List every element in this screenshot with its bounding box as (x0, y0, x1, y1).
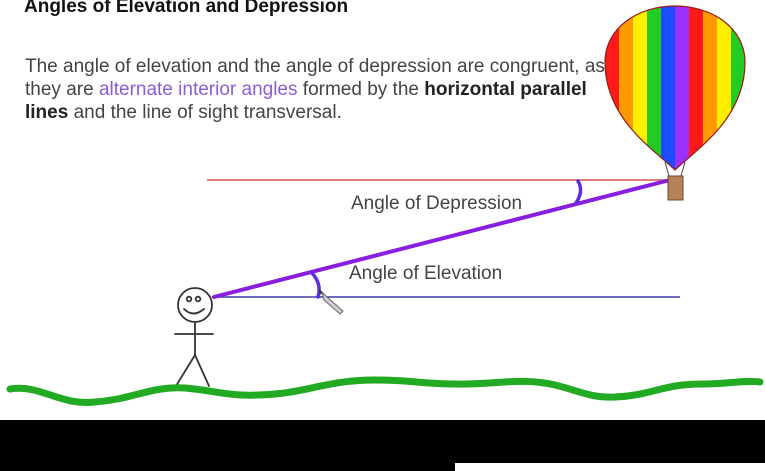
hot-air-balloon-icon (604, 5, 746, 201)
angle-of-depression-label: Angle of Depression (351, 193, 522, 214)
description-text-1: The angle of elevation and the angle of … (25, 56, 605, 100)
balloon-stripe (675, 6, 690, 170)
elevation-angle-arc (310, 271, 321, 299)
stick-figure-icon (174, 287, 214, 387)
angle-of-elevation-label: Angle of Elevation (349, 263, 502, 284)
depression-angle-arc (574, 179, 583, 205)
balloon-stripe (717, 6, 732, 170)
balloon-stripe (647, 6, 662, 170)
balloon-stripe (619, 6, 634, 170)
balloon-stripe (703, 6, 718, 170)
slide-description: The angle of elevation and the angle of … (25, 55, 605, 124)
balloon-stripe (689, 6, 704, 170)
horizontal-parallel-lines-term: horizontal parallel lines (25, 79, 587, 123)
pen-cursor-icon (318, 289, 344, 315)
alternate-interior-angles-term: alternate interior angles (98, 79, 298, 100)
balloon-stripe (731, 6, 745, 170)
balloon-stripe (633, 6, 648, 170)
balloon-basket (667, 175, 684, 201)
video-bottom-bar (0, 420, 765, 471)
description-text-2: formed by the (297, 79, 425, 100)
ground-line (6, 376, 764, 406)
bottom-strip (455, 463, 765, 471)
line-of-sight (212, 178, 672, 299)
slide-title: Angles of Elevation and Depression (24, 0, 349, 17)
balloon-stripe (661, 6, 676, 170)
balloon-stripe (605, 6, 620, 170)
description-text-3: and the line of sight transversal. (68, 102, 342, 123)
